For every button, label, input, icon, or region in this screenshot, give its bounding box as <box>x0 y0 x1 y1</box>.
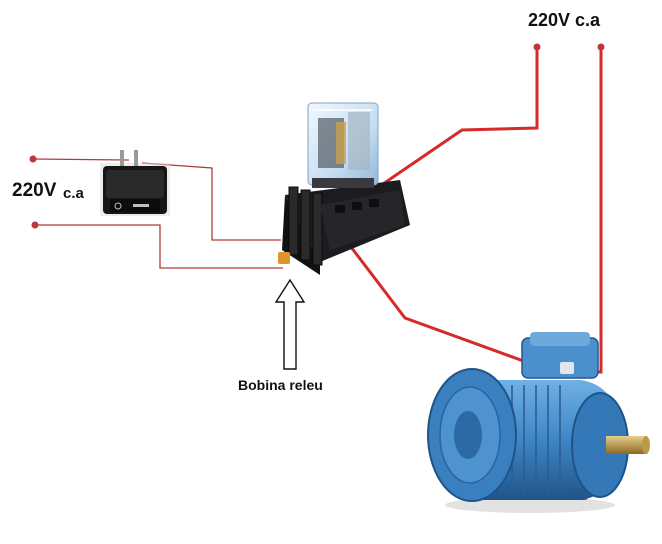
wire-supply-to-switch-top <box>32 158 130 161</box>
wire-top-supply-to-motor <box>562 47 603 374</box>
wire-relay-to-top-supply <box>376 47 539 190</box>
rocker-switch-icon <box>100 150 170 216</box>
relay-icon <box>307 102 379 188</box>
terminal-dot-left-bottom <box>31 221 39 229</box>
supply-label-top: 220V c.a <box>528 10 601 30</box>
wire-left-supply <box>32 158 283 269</box>
wire-supply-to-socket-bottom <box>35 224 283 269</box>
supply-label-left-unit: c.a <box>63 185 84 202</box>
terminal-dot-left-top <box>29 155 37 163</box>
terminal-points <box>29 43 605 229</box>
terminal-dot-top-right <box>597 43 605 51</box>
supply-label-left-voltage: 220V <box>12 180 57 201</box>
electric-motor-icon <box>427 332 650 513</box>
up-arrow-icon <box>274 278 306 370</box>
wire-switch-to-socket-top <box>141 162 281 241</box>
terminal-dot-top-left <box>533 43 541 51</box>
relay-socket-icon <box>278 180 410 275</box>
coil-label: Bobina releu <box>238 377 323 393</box>
